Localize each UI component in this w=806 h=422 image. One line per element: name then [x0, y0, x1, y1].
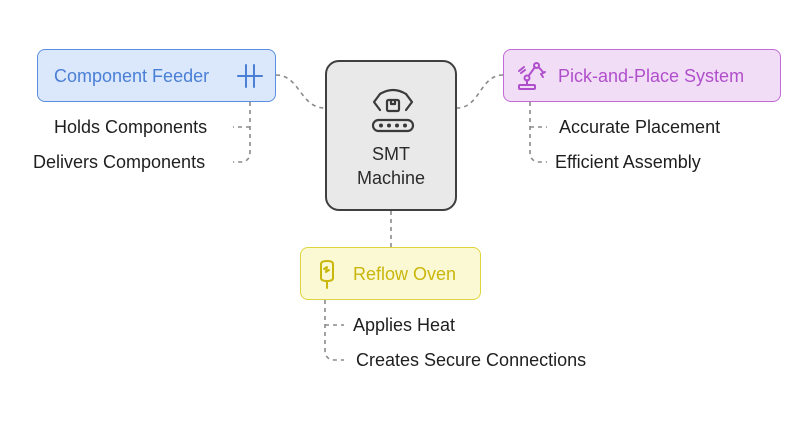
- reflow-oven-node: Reflow Oven: [300, 247, 481, 300]
- robot-arm-conveyor-icon: [371, 88, 415, 133]
- robotic-arm-icon: [518, 62, 546, 90]
- reflow-child-heat: Applies Heat: [353, 315, 456, 335]
- center-title-line2: Machine: [356, 168, 426, 188]
- connector-reflow-children: [324, 300, 344, 361]
- thermometer-icon: [320, 260, 334, 289]
- pick-child-accurate: Accurate Placement: [559, 117, 721, 137]
- connector-pick-children: [529, 102, 547, 163]
- pick-and-place-node: Pick-and-Place System: [503, 49, 781, 102]
- capacitor-icon: [237, 64, 263, 88]
- component-feeder-node: Component Feeder: [37, 49, 276, 102]
- connector-feeder-children: [233, 102, 251, 163]
- reflow-child-connections: Creates Secure Connections: [356, 350, 587, 370]
- center-title-line1: SMT: [372, 144, 410, 164]
- center-title: SMT Machine: [327, 142, 455, 190]
- pick-child-efficient: Efficient Assembly: [555, 152, 701, 172]
- connector-pick-center: [456, 74, 504, 109]
- component-feeder-label: Component Feeder: [54, 66, 210, 86]
- feeder-child-holds: Holds Components: [54, 117, 208, 137]
- connector-feeder-center: [275, 74, 326, 109]
- pick-and-place-label: Pick-and-Place System: [558, 66, 745, 86]
- smt-machine-node: SMT Machine: [325, 60, 457, 211]
- reflow-oven-label: Reflow Oven: [353, 264, 457, 284]
- feeder-child-delivers: Delivers Components: [33, 152, 206, 172]
